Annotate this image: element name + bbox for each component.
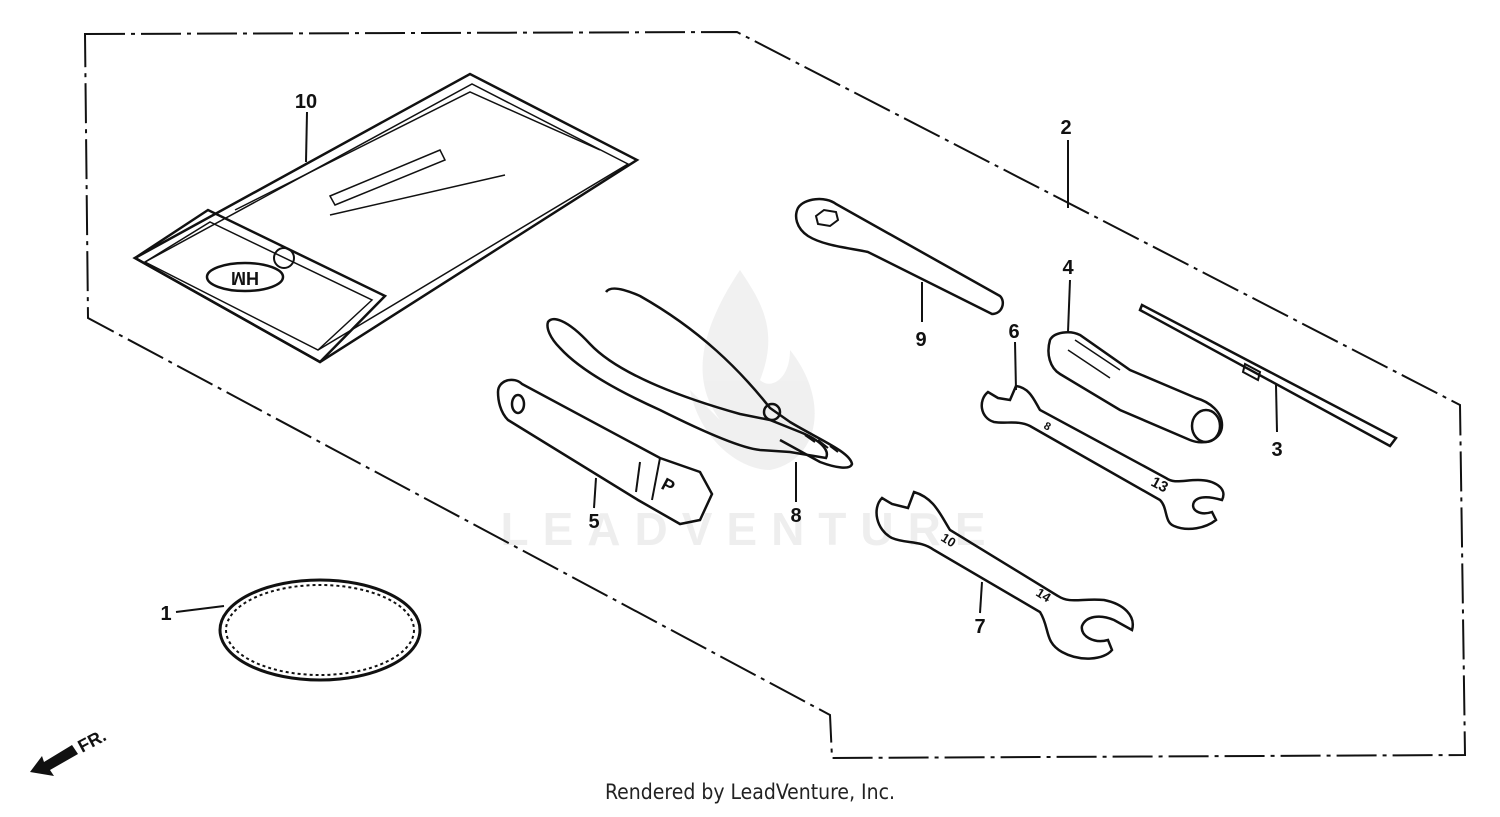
callout-4: 4 [1062,257,1074,279]
plug-socket [496,378,714,526]
callout-10: 10 [295,91,317,113]
socket-size-mark: P [658,474,678,497]
large-wrench [875,490,1135,660]
front-direction-arrow: FR. [30,725,109,776]
callout-9: 9 [915,329,926,351]
callout-1: 1 [160,603,171,625]
pliers [546,287,854,469]
callout-2: 2 [1060,117,1071,139]
callout-3: 3 [1271,439,1282,461]
flat-screwdriver [1138,303,1398,448]
small-wrench-size-a: 8 [1042,420,1053,433]
pouch-snap-button [273,247,295,269]
small-wrench-size-b: 13 [1148,474,1171,497]
callout-7: 7 [974,616,985,638]
pliers-pivot [762,402,782,422]
render-credit: Rendered by LeadVenture, Inc. [605,780,895,804]
kit-boundary [83,30,1467,760]
callout-8: 8 [790,505,801,527]
screwdriver-handle [1047,331,1224,444]
arrow-icon [30,745,78,776]
large-wrench-size-a: 10 [938,530,958,550]
direction-label: FR. [74,725,109,756]
callout-numbers: 10 2 4 9 6 3 5 8 7 1 [160,91,1282,638]
callout-5: 5 [588,511,599,533]
leadventure-watermark: LEADVENTURE [500,270,999,555]
large-wrench-size-b: 14 [1033,585,1054,606]
ring-wrench [794,197,1004,316]
small-wrench [980,384,1225,531]
pouch-logo-badge [205,261,285,293]
watermark-text: LEADVENTURE [500,503,999,555]
tool-pouch [132,72,640,364]
flame-icon [690,270,815,470]
callout-6: 6 [1008,321,1019,343]
pouch-logo-text: HM [231,268,259,288]
leader-lines [175,111,1278,614]
rubber-band [218,578,422,682]
